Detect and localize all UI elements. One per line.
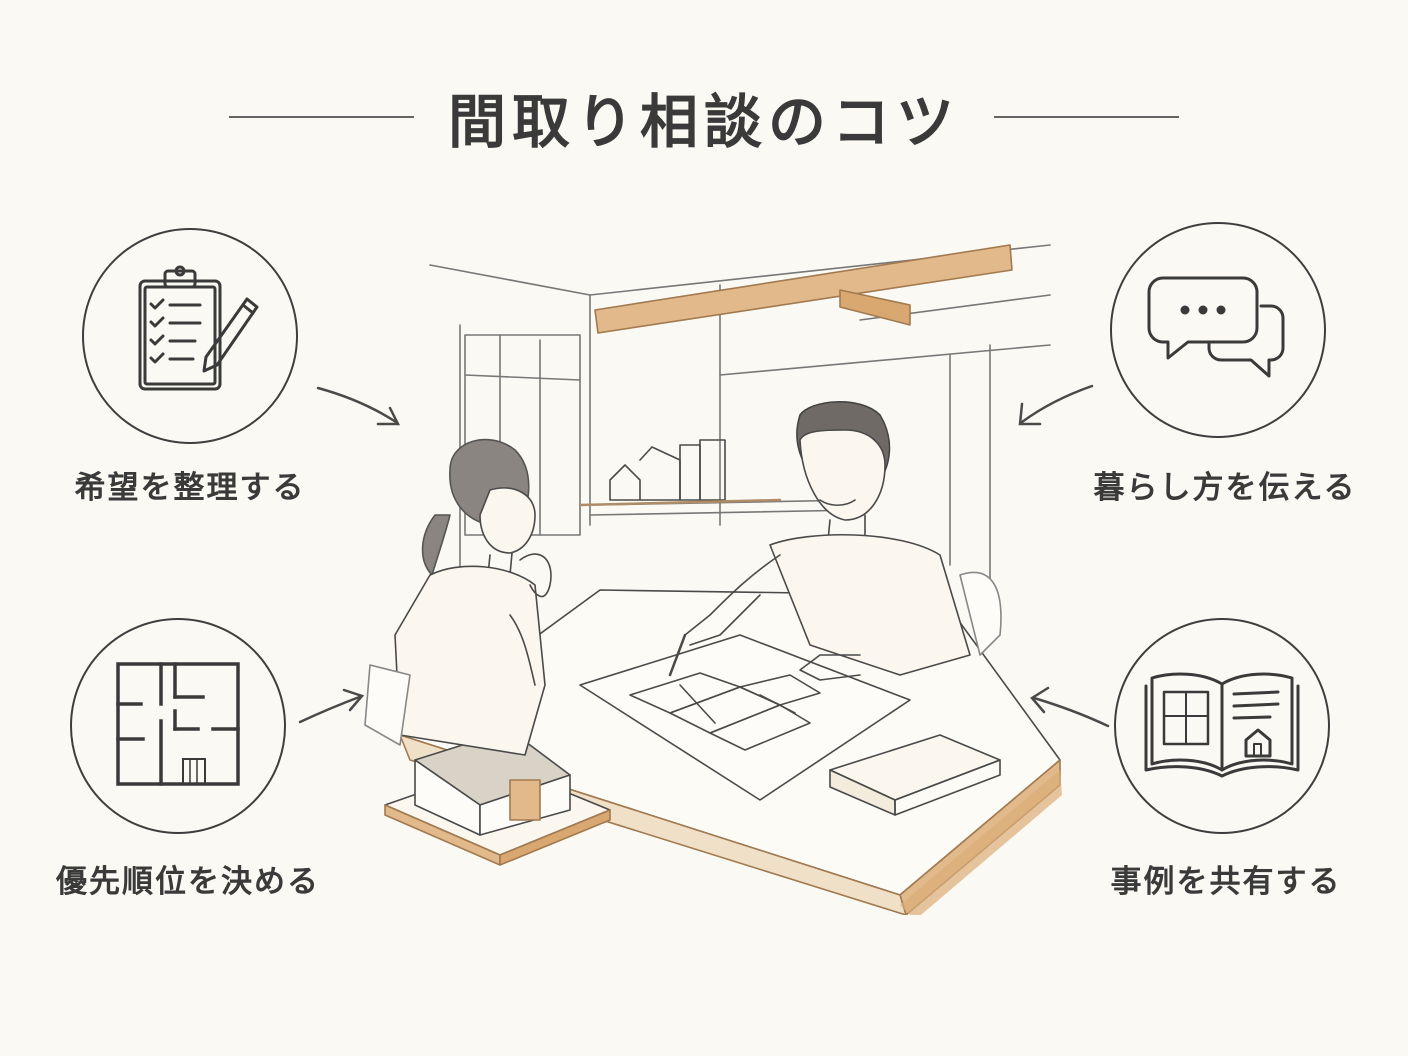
house-model: [384, 729, 611, 866]
arrow-convey-lifestyle: [1018, 384, 1094, 426]
arrow-set-priorities: [298, 688, 365, 724]
arrow-organize-wishes: [316, 386, 401, 426]
room-structure: [429, 244, 1051, 616]
title-bar: 間取り相談のコツ: [0, 72, 1408, 162]
wooden-beams: [594, 244, 1013, 334]
title-divider-right: [994, 116, 1179, 118]
arrow-share-examples: [1030, 686, 1110, 728]
man-architect: [668, 401, 1002, 681]
tip-circle-share-examples: [1114, 618, 1330, 834]
title-divider-left: [228, 116, 414, 118]
floor-edge: [900, 770, 1062, 915]
open-book-house-icon: [1142, 664, 1302, 788]
floor-plan-paper: [579, 634, 911, 801]
tip-circle-set-priorities: [70, 618, 286, 834]
woman-client: [364, 438, 552, 756]
tip-circle-convey-lifestyle: [1110, 222, 1326, 438]
consultation-scene-illustration: [364, 244, 1062, 915]
tip-label-share-examples: 事例を共有する: [1110, 864, 1342, 900]
tip-label-convey-lifestyle: 暮らし方を伝える: [1093, 470, 1357, 506]
page-title: 間取り相談のコツ: [447, 88, 960, 156]
clipboard-checklist-icon: [115, 259, 265, 413]
tip-circle-organize-wishes: [82, 228, 298, 444]
tip-label-set-priorities: 優先順位を決める: [56, 864, 320, 900]
speech-bubbles-icon: [1143, 268, 1293, 392]
shelf-house-models: [578, 439, 782, 507]
book: [829, 734, 1001, 816]
floor-plan-icon: [113, 659, 243, 793]
tip-label-organize-wishes: 希望を整理する: [74, 470, 306, 506]
